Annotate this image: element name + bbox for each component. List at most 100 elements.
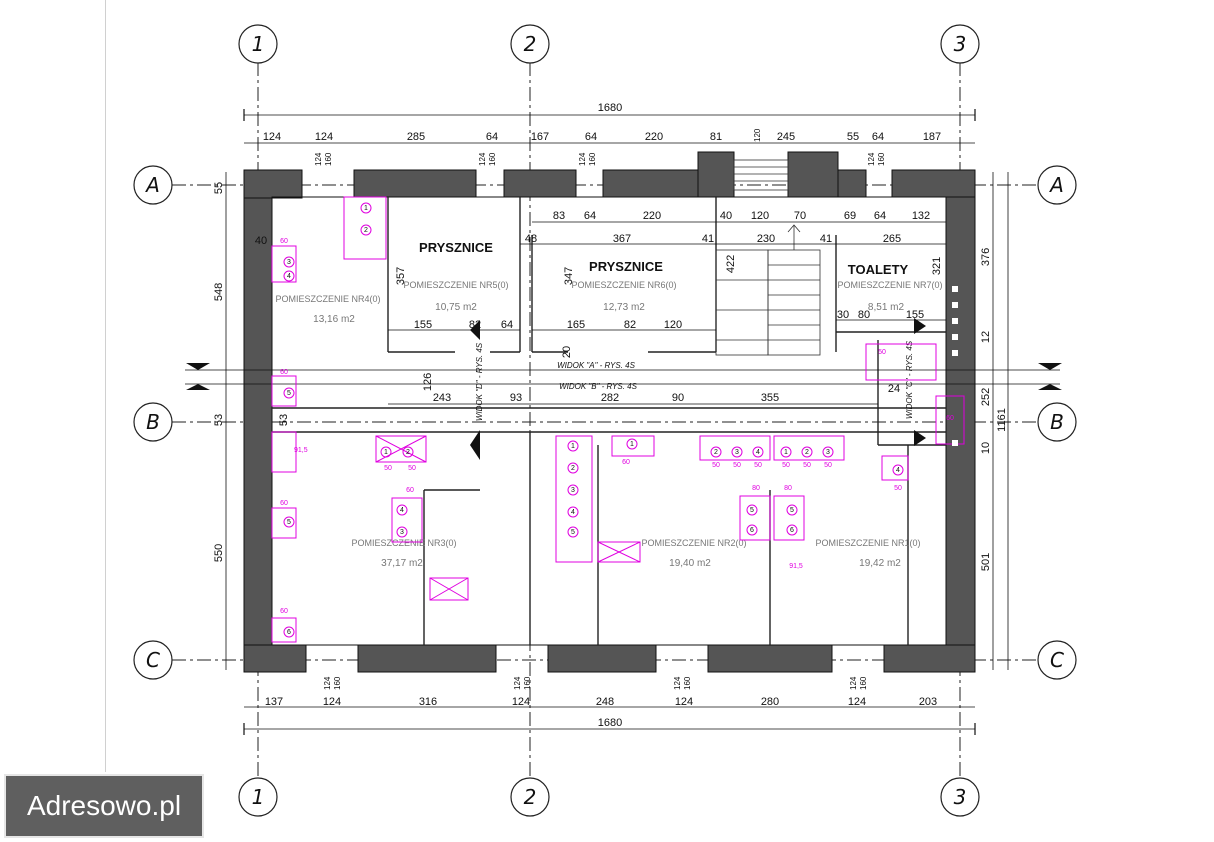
- svg-text:160: 160: [683, 676, 692, 690]
- svg-text:203: 203: [919, 696, 937, 708]
- svg-text:POMIESZCZENIE NR5(0): POMIESZCZENIE NR5(0): [403, 280, 508, 290]
- svg-text:1: 1: [630, 441, 634, 448]
- svg-text:POMIESZCZENIE NR1(0): POMIESZCZENIE NR1(0): [815, 538, 920, 548]
- svg-text:1680: 1680: [598, 102, 622, 114]
- svg-text:160: 160: [488, 152, 497, 166]
- dimension-chain-bottom: 137 124 316 124 248 124 280 124 203: [244, 696, 975, 708]
- svg-text:321: 321: [931, 257, 943, 275]
- svg-text:165: 165: [567, 319, 585, 331]
- svg-text:124: 124: [578, 152, 587, 166]
- svg-text:60: 60: [280, 369, 288, 376]
- svg-text:282: 282: [601, 392, 619, 404]
- svg-text:124: 124: [849, 676, 858, 690]
- svg-text:124: 124: [673, 676, 682, 690]
- svg-text:91,5: 91,5: [789, 563, 803, 570]
- svg-text:37,17 m2: 37,17 m2: [381, 558, 423, 569]
- opening-marks: 124 160 124 160 124 160 124 160 124 160 …: [314, 152, 886, 690]
- svg-text:WIDOK "D" - RYS. 4S: WIDOK "D" - RYS. 4S: [475, 342, 484, 421]
- svg-text:82: 82: [624, 319, 636, 331]
- view-marker-b: WIDOK "B" - RYS. 4S: [185, 382, 1062, 391]
- margin-rule: [105, 0, 106, 772]
- svg-text:160: 160: [859, 676, 868, 690]
- svg-text:124: 124: [323, 696, 341, 708]
- svg-text:55: 55: [847, 131, 859, 143]
- svg-text:91,5: 91,5: [294, 447, 308, 454]
- svg-text:60: 60: [406, 487, 414, 494]
- svg-text:126: 126: [422, 373, 434, 391]
- furniture-toilets: 50 60: [865, 343, 965, 445]
- svg-text:220: 220: [643, 210, 661, 222]
- room-label-nr4: POMIESZCZENIE NR4(0) 13,16 m2: [275, 294, 380, 325]
- svg-text:30: 30: [837, 309, 849, 321]
- axis-bubble-2-bottom: 2: [510, 777, 550, 817]
- svg-text:4: 4: [287, 273, 291, 280]
- room-label-nr6: PRYSZNICE POMIESZCZENIE NR6(0) 12,73 m2: [571, 259, 676, 313]
- svg-text:50: 50: [878, 349, 886, 356]
- svg-text:80: 80: [858, 309, 870, 321]
- svg-text:120: 120: [664, 319, 682, 331]
- svg-text:245: 245: [777, 131, 795, 143]
- svg-text:155: 155: [414, 319, 432, 331]
- staircase: [715, 159, 821, 356]
- svg-text:41: 41: [820, 233, 832, 245]
- room-label-nr7: TOALETY POMIESZCZENIE NR7(0) 8,51 m2: [837, 262, 942, 313]
- right-wall-windows: [952, 286, 958, 446]
- axis-bubble-a-left: A: [133, 165, 173, 205]
- svg-text:1: 1: [384, 449, 388, 456]
- svg-text:50: 50: [408, 465, 416, 472]
- svg-text:POMIESZCZENIE NR7(0): POMIESZCZENIE NR7(0): [837, 280, 942, 290]
- svg-text:2: 2: [524, 785, 537, 809]
- svg-text:120: 120: [751, 210, 769, 222]
- svg-text:50: 50: [782, 462, 790, 469]
- svg-text:40: 40: [255, 235, 267, 247]
- svg-text:6: 6: [790, 527, 794, 534]
- svg-text:1680: 1680: [598, 717, 622, 729]
- svg-text:5: 5: [287, 519, 291, 526]
- axis-bubble-c-left: C: [133, 640, 173, 680]
- svg-text:167: 167: [531, 131, 549, 143]
- svg-text:6: 6: [287, 629, 291, 636]
- svg-text:280: 280: [761, 696, 779, 708]
- svg-text:13,16 m2: 13,16 m2: [313, 314, 355, 325]
- svg-text:8,51 m2: 8,51 m2: [868, 302, 905, 313]
- svg-text:2: 2: [805, 449, 809, 456]
- svg-text:50: 50: [712, 462, 720, 469]
- svg-text:53: 53: [278, 414, 290, 426]
- axis-bubble-3-top: 3: [940, 24, 980, 64]
- svg-text:137: 137: [265, 696, 283, 708]
- svg-text:60: 60: [946, 415, 954, 422]
- svg-text:124: 124: [867, 152, 876, 166]
- dimension-chain-left: 55 548 53 550: [213, 172, 227, 670]
- svg-text:12,73 m2: 12,73 m2: [603, 302, 645, 313]
- svg-text:70: 70: [794, 210, 806, 222]
- svg-text:50: 50: [384, 465, 392, 472]
- svg-text:C: C: [146, 648, 160, 672]
- furniture-nr3: 91,5 5 60 6 60 1 2 50 50 4 3 60: [271, 431, 469, 643]
- svg-text:64: 64: [584, 210, 596, 222]
- svg-text:355: 355: [761, 392, 779, 404]
- svg-text:10: 10: [980, 442, 992, 454]
- svg-text:50: 50: [824, 462, 832, 469]
- svg-text:50: 50: [754, 462, 762, 469]
- svg-text:248: 248: [596, 696, 614, 708]
- svg-text:60: 60: [622, 459, 630, 466]
- svg-text:64: 64: [874, 210, 886, 222]
- svg-text:316: 316: [419, 696, 437, 708]
- axis-bubble-b-right: B: [1037, 402, 1077, 442]
- svg-text:220: 220: [645, 131, 663, 143]
- svg-text:124: 124: [314, 152, 323, 166]
- svg-text:41: 41: [702, 233, 714, 245]
- svg-text:550: 550: [213, 544, 225, 562]
- svg-text:B: B: [1050, 410, 1064, 434]
- svg-text:B: B: [146, 410, 160, 434]
- svg-text:367: 367: [613, 233, 631, 245]
- svg-text:2: 2: [714, 449, 718, 456]
- svg-text:POMIESZCZENIE NR4(0): POMIESZCZENIE NR4(0): [275, 294, 380, 304]
- furniture-nr2: 1 2 3 4 5 1 60 2 3 4 50 50 50 5 6 80: [555, 435, 771, 563]
- svg-text:5: 5: [571, 529, 575, 536]
- svg-text:3: 3: [571, 487, 575, 494]
- svg-text:285: 285: [407, 131, 425, 143]
- svg-text:POMIESZCZENIE NR2(0): POMIESZCZENIE NR2(0): [641, 538, 746, 548]
- view-marker-a: WIDOK "A" - RYS. 4S: [185, 361, 1062, 371]
